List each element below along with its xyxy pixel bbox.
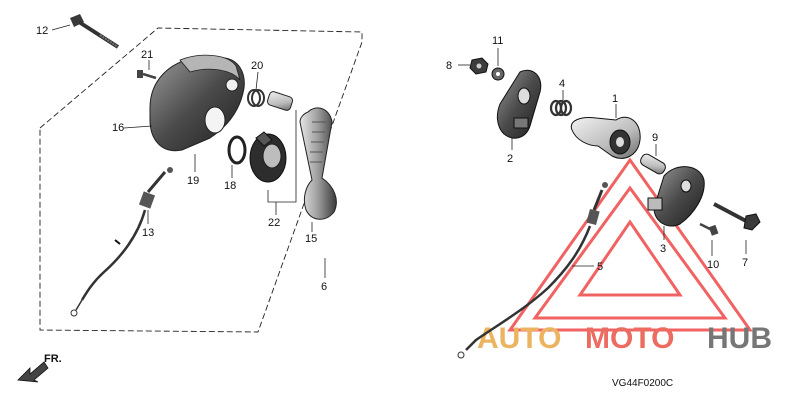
nut-8 [469,57,489,75]
cable-5 [457,182,608,359]
watermark-hub: HUB [707,322,772,355]
label-15: 15 [305,233,317,245]
label-10: 10 [707,259,719,271]
label-9: 9 [652,132,658,144]
screw-21 [137,70,157,80]
bolt-12 [70,14,120,49]
watermark: AUTO MOTO HUB [477,157,772,355]
label-12: 12 [36,25,48,37]
washer-11 [491,67,505,81]
assembly-frame-6 [39,27,363,333]
label-13: 13 [142,227,154,239]
label-22: 22 [268,217,280,229]
screw-10 [699,222,719,236]
label-19: 19 [187,175,199,187]
label-20: 20 [251,60,263,72]
front-direction-marker: FR. [17,353,62,383]
spring-20 [247,89,265,107]
drum-22 [249,131,287,183]
label-7: 7 [742,257,748,269]
label-6: 6 [321,281,327,293]
label-5: 5 [597,261,603,273]
watermark-text: AUTO MOTO HUB [477,322,772,355]
plate-2 [496,69,542,139]
spring-4 [549,99,573,117]
watermark-moto: MOTO [585,322,674,355]
lever-15 [299,107,337,220]
cover-3 [647,166,705,227]
watermark-auto: AUTO [477,322,561,355]
front-marker-label: FR. [44,353,62,365]
part-labels: 12 21 16 19 20 18 22 15 13 6 8 11 2 4 1 … [36,25,748,293]
label-11: 11 [492,35,503,47]
bolt-7 [713,202,761,231]
label-1: 1 [612,93,618,105]
collar-9 [640,153,666,175]
label-16: 16 [112,122,124,134]
housing-16 [149,54,245,152]
pin [266,91,294,111]
label-8: 8 [446,60,452,72]
label-3: 3 [660,243,666,255]
diagram-code: VG44F0200C [612,378,673,389]
label-18: 18 [224,180,236,192]
label-21: 21 [141,49,153,61]
label-4: 4 [559,78,565,90]
label-2: 2 [507,153,513,165]
ring-18 [227,135,247,165]
cable-13 [70,167,173,317]
lever-1 [570,116,641,159]
watermark-triangle-logo [507,157,753,332]
